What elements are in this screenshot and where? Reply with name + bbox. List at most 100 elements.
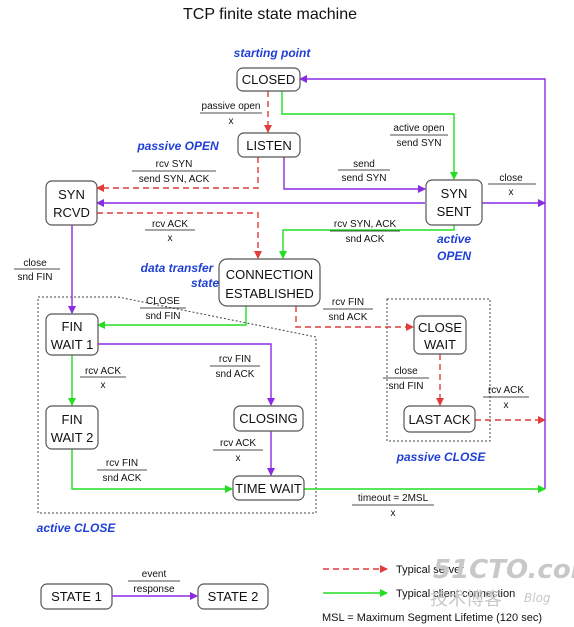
label-close-syn-rcvd: close snd FIN <box>14 258 60 283</box>
label-rcv-syn: rcv SYN send SYN, ACK <box>132 159 216 185</box>
label-rcv-syn-response: send SYN, ACK <box>139 174 210 185</box>
arrow-fin-wait2-to-time-wait <box>71 449 233 493</box>
state-last-ack: LAST ACK <box>403 405 476 433</box>
label-send-event: send <box>353 159 375 170</box>
label-passive-open-event: passive open <box>202 101 261 112</box>
label-rcv-ack-fin-wait1-event: rcv ACK <box>85 366 121 377</box>
label-rcv-ack-closing-response: x <box>236 453 241 464</box>
legend-typical-client: Typical client connection <box>396 588 515 600</box>
label-rcv-fin-established-event: rcv FIN <box>332 297 364 308</box>
label-close-close-wait-response: snd FIN <box>388 381 423 392</box>
label-timeout: timeout = 2MSL x <box>352 493 434 519</box>
label-close-close-wait: close snd FIN <box>383 366 429 392</box>
annotation-active: active <box>437 232 471 246</box>
label-rcv-ack-syn-rcvd-response: x <box>168 233 173 244</box>
state-listen-label: LISTEN <box>246 138 292 153</box>
state-listen: LISTEN <box>237 132 301 158</box>
label-timeout-event: timeout = 2MSL <box>358 493 429 504</box>
label-send: send send SYN <box>338 159 390 184</box>
label-timeout-response: x <box>391 508 396 519</box>
label-rcv-syn-ack: rcv SYN, ACK snd ACK <box>330 219 400 245</box>
label-rcv-syn-event: rcv SYN <box>156 159 193 170</box>
label-rcv-fin-fin-wait1: rcv FIN snd ACK <box>210 354 260 380</box>
arrow-syn-rcvd-to-established <box>97 212 262 259</box>
label-rcv-fin-established: rcv FIN snd ACK <box>323 297 373 323</box>
label-rcv-ack-last-ack: rcv ACK x <box>483 385 529 411</box>
state-fin-wait1-line1: FIN <box>62 319 83 334</box>
label-close-established-event: CLOSE <box>146 296 180 307</box>
label-close-syn-rcvd-response: snd FIN <box>17 272 52 283</box>
state-fin-wait-2: FIN WAIT 2 <box>45 405 99 450</box>
arrow-fin-wait1-to-closing <box>98 343 275 406</box>
state-established-line1: CONNECTION <box>226 267 313 282</box>
state-close-wait: CLOSE WAIT <box>413 315 467 355</box>
state-fin-wait-1: FIN WAIT 1 <box>45 313 99 356</box>
label-active-open-event: active open <box>393 123 444 134</box>
label-send-response: send SYN <box>341 173 386 184</box>
label-close-established-response: snd FIN <box>145 311 180 322</box>
label-close-close-wait-event: close <box>394 366 418 377</box>
watermark-cn: 技术博客 <box>430 589 502 610</box>
annotation-passive-open: passive OPEN <box>136 139 219 153</box>
arrow-established-to-close-wait <box>295 306 414 331</box>
label-active-open: active open send SYN <box>390 123 448 149</box>
line-right-return-to-closed <box>299 75 546 489</box>
label-close-syn-sent-event: close <box>499 173 523 184</box>
state-syn-sent-line1: SYN <box>441 186 468 201</box>
label-rcv-ack-closing-event: rcv ACK <box>220 438 256 449</box>
state-closing-label: CLOSING <box>239 411 298 426</box>
state-fin-wait2-line2: WAIT 2 <box>51 430 94 445</box>
state-close-wait-line1: CLOSE <box>418 320 462 335</box>
legend-state-2: STATE 2 <box>197 583 269 610</box>
state-established-line2: ESTABLISHED <box>225 286 314 301</box>
annotation-starting-point: starting point <box>234 46 312 60</box>
diagram-title: TCP finite state machine <box>183 6 357 23</box>
legend-state-2-label: STATE 2 <box>208 589 259 604</box>
state-syn-sent-line2: SENT <box>437 204 472 219</box>
active-close-region <box>37 296 317 514</box>
arrow-listen-to-syn-sent <box>283 157 426 193</box>
label-close-syn-sent: close x <box>488 173 536 198</box>
state-close-wait-line2: WAIT <box>424 337 456 352</box>
label-rcv-syn-ack-response: snd ACK <box>346 234 385 245</box>
state-syn-rcvd: SYN RCVD <box>45 180 98 226</box>
label-rcv-fin-fin-wait1-event: rcv FIN <box>219 354 251 365</box>
passive-close-region <box>386 298 491 442</box>
annotation-open: OPEN <box>437 249 471 263</box>
annotation-data-transfer: data transfer <box>141 261 215 275</box>
arrow-closed-to-syn-sent <box>281 91 458 180</box>
arrow-listen-to-syn-rcvd <box>96 157 259 192</box>
label-rcv-ack-last-ack-response: x <box>504 400 509 411</box>
state-closed-label: CLOSED <box>242 72 295 87</box>
label-close-syn-sent-response: x <box>509 187 514 198</box>
label-active-open-response: send SYN <box>396 138 441 149</box>
state-time-wait-label: TIME WAIT <box>235 481 302 496</box>
state-closed: CLOSED <box>236 67 301 92</box>
arrow-established-to-fin-wait1 <box>97 306 247 329</box>
label-rcv-fin-established-response: snd ACK <box>329 312 368 323</box>
label-rcv-fin-fin-wait2-event: rcv FIN <box>106 458 138 469</box>
watermark-blog: Blog <box>524 591 551 605</box>
state-time-wait: TIME WAIT <box>232 475 305 501</box>
legend-state-1: STATE 1 <box>40 583 113 610</box>
label-rcv-fin-fin-wait2: rcv FIN snd ACK <box>97 458 147 484</box>
state-syn-sent: SYN SENT <box>425 179 483 226</box>
label-rcv-ack-last-ack-event: rcv ACK <box>488 385 524 396</box>
label-rcv-ack-fin-wait1-response: x <box>101 380 106 391</box>
annotation-passive-close: passive CLOSE <box>396 450 487 464</box>
label-passive-open: passive open x <box>200 101 262 127</box>
legend-msl: MSL = Maximum Segment Lifetime (120 sec) <box>322 612 542 624</box>
watermark-site: 51CTO.com <box>433 555 574 585</box>
arrow-syn-sent-to-established <box>279 225 455 259</box>
label-rcv-syn-ack-event: rcv SYN, ACK <box>334 219 397 230</box>
legend-response: response <box>133 584 175 595</box>
legend-state-1-label: STATE 1 <box>51 589 102 604</box>
state-last-ack-label: LAST ACK <box>409 412 471 427</box>
state-syn-rcvd-line2: RCVD <box>53 205 90 220</box>
label-rcv-ack-closing: rcv ACK x <box>213 438 263 464</box>
label-close-established: CLOSE snd FIN <box>140 296 186 322</box>
label-close-syn-rcvd-event: close <box>23 258 47 269</box>
label-passive-open-response: x <box>229 116 234 127</box>
state-closing: CLOSING <box>233 405 304 432</box>
